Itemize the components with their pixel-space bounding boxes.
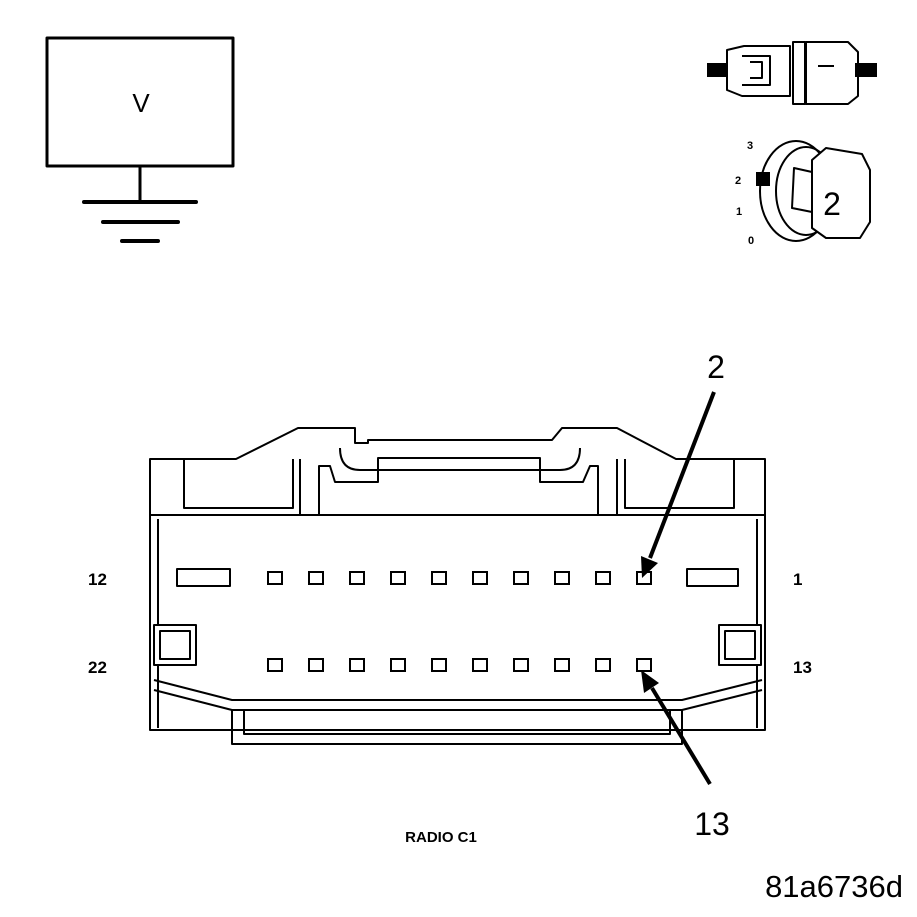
- pin-cavity: [595, 571, 611, 585]
- pin-cavity: [267, 658, 283, 672]
- callout-label-2: 2: [707, 349, 725, 385]
- pin-cavity: [513, 571, 529, 585]
- pin-cavity: [513, 658, 529, 672]
- pin-label-22: 22: [88, 658, 107, 677]
- figure-id: 81a6736d: [765, 869, 903, 904]
- pin-label-13: 13: [793, 658, 812, 677]
- pin-cavity: [431, 658, 447, 672]
- pin-cavity: [431, 571, 447, 585]
- pin-cavity: [595, 658, 611, 672]
- connector-name: RADIO C1: [405, 829, 477, 846]
- voltmeter-icon: V: [45, 36, 235, 168]
- callout-pin-13: 13: [641, 670, 730, 842]
- ignition-position-0: 0: [748, 235, 754, 247]
- connector-face: [149, 427, 766, 745]
- pin-cavity: [267, 571, 283, 585]
- pin-label-1: 1: [793, 570, 802, 589]
- ignition-position-2: 2: [735, 175, 741, 187]
- pin-cavity: [308, 571, 324, 585]
- voltmeter-symbol: V: [132, 88, 150, 118]
- pin-cavity: [554, 658, 570, 672]
- pin-cavity: [472, 658, 488, 672]
- pin-cavity: [349, 571, 365, 585]
- pin-cavity: [636, 658, 652, 672]
- callout-label-13: 13: [694, 806, 730, 842]
- pin-cavity: [390, 658, 406, 672]
- ignition-key-label: 2: [823, 186, 841, 222]
- pin-cavity: [554, 571, 570, 585]
- ignition-position-3: 3: [747, 140, 753, 152]
- connector-top-row: [267, 571, 652, 585]
- ignition-selected-marker: [756, 172, 770, 186]
- ground-icon: [82, 164, 198, 243]
- ignition-key-icon: 3 2 1 0 2: [735, 140, 871, 247]
- connector-disconnect-icon: [707, 41, 877, 105]
- ignition-position-1: 1: [736, 206, 742, 218]
- pin-cavity: [472, 571, 488, 585]
- connector-bottom-row: [267, 658, 652, 672]
- pin-cavity: [308, 658, 324, 672]
- pin-label-12: 12: [88, 570, 107, 589]
- pin-cavity: [349, 658, 365, 672]
- callout-pin-2: 2: [641, 349, 725, 578]
- pin-cavity: [390, 571, 406, 585]
